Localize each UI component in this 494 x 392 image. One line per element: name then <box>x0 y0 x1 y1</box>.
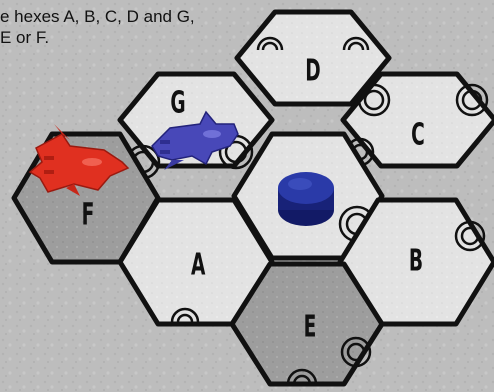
instruction-text: e hexes A, B, C, D and G, E or F. <box>0 6 270 48</box>
hex-label-f: F <box>82 197 95 232</box>
instruction-line-1: e hexes A, B, C, D and G, <box>0 6 270 27</box>
hex-label-e: E <box>304 309 317 344</box>
hex-label-d: D <box>305 53 320 88</box>
hex-label-a: A <box>191 247 206 282</box>
hex-label-g: G <box>170 85 185 120</box>
blue-disc-token[interactable] <box>278 172 334 226</box>
hex-label-c: C <box>411 117 425 152</box>
hex-label-b: B <box>409 243 423 278</box>
instruction-line-2: E or F. <box>0 27 270 48</box>
